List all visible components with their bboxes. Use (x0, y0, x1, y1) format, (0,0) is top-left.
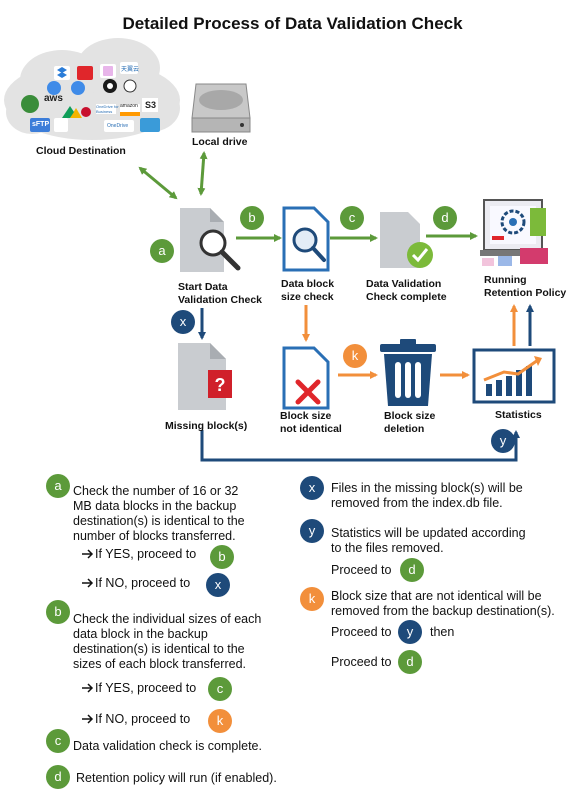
legend-b-line-2: data block in the backup (73, 627, 208, 641)
missing-block-icon: ? (178, 343, 232, 410)
block-size-check-icon (282, 206, 330, 272)
legend-badge-x: x (300, 476, 324, 500)
legend-badge-k: k (300, 587, 324, 611)
legend-a-no-badge: x (206, 573, 230, 597)
cn-cloud-logo-text: 天翼云 (121, 67, 140, 73)
svg-text:?: ? (215, 375, 226, 395)
cloud-destination-icon (4, 38, 180, 140)
badge-a: a (150, 239, 174, 263)
sftp-logo-text: sFTP (32, 121, 50, 128)
onedrive-business-logo-text: OneDrive for Business (96, 104, 119, 114)
retention-policy-icon (480, 199, 548, 266)
check-complete-label-2: Check complete (366, 291, 447, 303)
legend-arrows (82, 549, 94, 724)
start-check-label-2: Validation Check (178, 294, 263, 306)
legend-k-proceed-2-badge: d (398, 650, 422, 674)
not-identical-label-1: Block size (280, 410, 332, 422)
legend-badge-d: d (46, 765, 70, 789)
badge-k: k (343, 344, 367, 368)
legend-y-proceed: Proceed to (331, 563, 392, 577)
badge-x: x (171, 310, 195, 334)
check-complete-icon (380, 212, 433, 268)
onedrive-logo-text: OneDrive (107, 123, 129, 129)
legend-b-line-3: destination(s) is identical to the (73, 642, 245, 656)
legend-k-proceed: Proceed to (331, 625, 392, 639)
legend-badge-y: y (300, 519, 324, 543)
legend-y-proceed-badge: d (400, 558, 424, 582)
retention-policy-label-2: Retention Policy (484, 287, 567, 299)
legend-b-no: If NO, proceed to (95, 712, 191, 726)
block-size-check-label-2: size check (281, 291, 334, 303)
block-deletion-label-1: Block size (384, 410, 436, 422)
legend-badge-b: b (46, 600, 70, 624)
amazon-logo-text: amazon (120, 103, 138, 109)
legend-a-line-1: Check the number of 16 or 32 (73, 484, 239, 498)
legend-d-text: Retention policy will run (if enabled). (76, 771, 277, 785)
page-title: Detailed Process of Data Validation Chec… (122, 14, 463, 33)
legend-a-line-2: MB data blocks in the backup (73, 499, 237, 513)
legend-x-line-1: Files in the missing block(s) will be (331, 481, 523, 495)
check-complete-label-1: Data Validation (366, 278, 442, 290)
legend-b-yes: If YES, proceed to (95, 681, 197, 695)
legend-a-yes-badge: b (210, 545, 234, 569)
statistics-icon (472, 348, 556, 404)
legend-badge-c: c (46, 729, 70, 753)
legend-b-yes-badge: c (208, 677, 232, 701)
legend-b-no-badge: k (208, 709, 232, 733)
missing-blocks-label: Missing block(s) (165, 420, 248, 432)
legend-k-line-1: Block size that are not identical will b… (331, 589, 542, 603)
legend-y-line-1: Statistics will be updated according (331, 526, 526, 540)
badge-c: c (340, 206, 364, 230)
legend-a-no: If NO, proceed to (95, 576, 191, 590)
local-drive-label: Local drive (192, 136, 248, 148)
retention-policy-label-1: Running (484, 274, 527, 286)
badge-d: d (433, 206, 457, 230)
legend-k-proceed-2: Proceed to (331, 655, 392, 669)
legend-x-line-2: removed from the index.db file. (331, 496, 503, 510)
legend-a-line-4: number of blocks transferred. (73, 529, 236, 543)
trash-bin-icon (380, 339, 436, 406)
start-check-label-1: Start Data (178, 281, 228, 293)
not-identical-icon (282, 346, 330, 410)
legend-a-line-3: destination(s) is identical to the (73, 514, 245, 528)
hard-drive-icon (191, 83, 251, 133)
badge-b: b (240, 206, 264, 230)
not-identical-label-2: not identical (280, 423, 342, 435)
legend-y-line-2: to the files removed. (331, 541, 444, 555)
legend-k-proceed-badge: y (398, 620, 422, 644)
legend-k-then: then (430, 625, 455, 639)
statistics-label: Statistics (495, 409, 542, 421)
block-deletion-label-2: deletion (384, 423, 425, 435)
legend-b-line-1: Check the individual sizes of each (73, 612, 262, 626)
aws-logo-text: aws (44, 93, 63, 104)
legend-c-text: Data validation check is complete. (73, 739, 262, 753)
block-size-check-label-1: Data block (281, 278, 335, 290)
cloud-destination-label: Cloud Destination (36, 145, 126, 157)
badge-y: y (491, 429, 515, 453)
legend-a-yes: If YES, proceed to (95, 547, 197, 561)
legend-badge-a: a (46, 474, 70, 498)
legend-k-line-2: removed from the backup destination(s). (331, 604, 555, 618)
legend-b-line-4: sizes of each block transferred. (73, 657, 246, 671)
s3-logo-text: S3 (145, 100, 157, 110)
start-validation-icon (180, 208, 241, 272)
